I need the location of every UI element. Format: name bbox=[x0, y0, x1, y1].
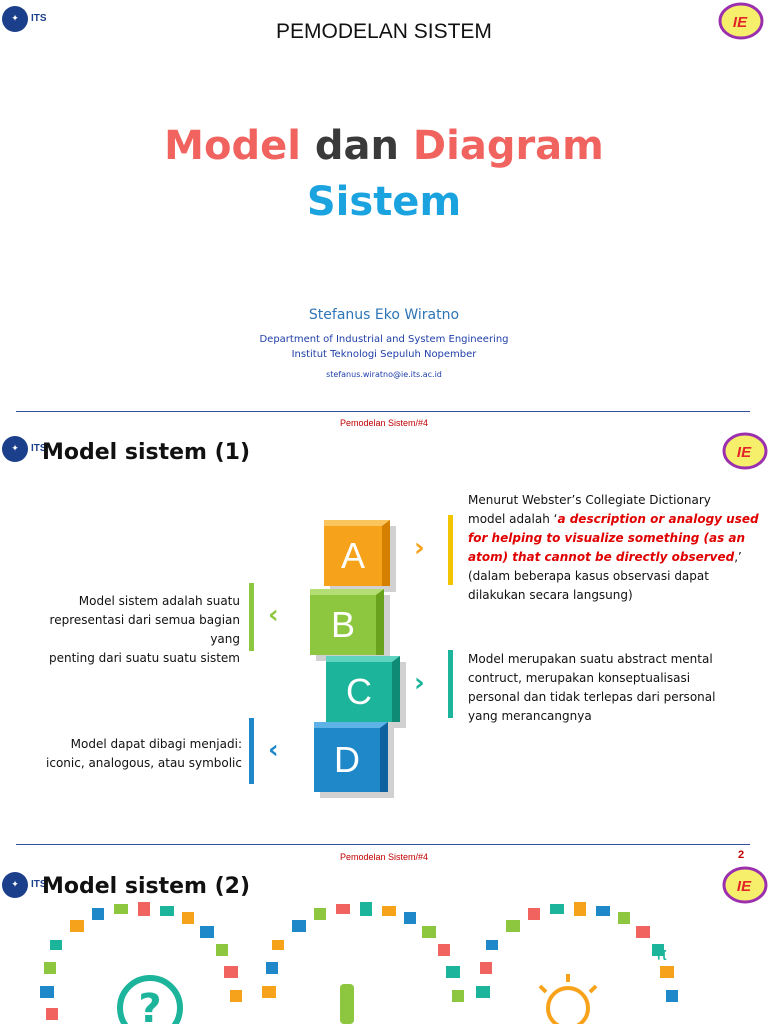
definition-representation: Model sistem adalah suatu representasi d… bbox=[48, 594, 240, 665]
cube-a: A bbox=[324, 520, 390, 586]
chevron-right-icon: › bbox=[414, 533, 425, 563]
cube-c: C bbox=[326, 656, 400, 722]
email: stefanus.wiratno@ie.its.ac.id bbox=[326, 370, 442, 379]
department: Department of Industrial and System Engi… bbox=[259, 334, 509, 345]
title-word-model: Model bbox=[164, 123, 301, 169]
its-seal-icon: ✦ bbox=[2, 436, 28, 462]
its-logo-text: ITS bbox=[31, 13, 47, 24]
author-name: Stefanus Eko Wiratno bbox=[308, 307, 460, 323]
chevron-right-icon: › bbox=[414, 668, 425, 698]
its-logo-text: ITS bbox=[31, 879, 47, 890]
cube-b: B bbox=[310, 589, 384, 655]
its-logo: ✦ ITS bbox=[2, 872, 47, 898]
definition-mental-construct: Model merupakan suatu abstract mental co… bbox=[468, 652, 716, 723]
footer-rule bbox=[16, 844, 750, 845]
content-slide-1: ✦ ITS IE Model sistem (1) A B C D › Menu… bbox=[0, 430, 768, 850]
chevron-left-icon: ‹ bbox=[268, 600, 279, 630]
accent-bar-b bbox=[249, 583, 254, 651]
footer-rule bbox=[16, 411, 750, 412]
lightbulb-icon bbox=[538, 974, 598, 1024]
ie-logo-text: IE bbox=[737, 878, 752, 895]
course-header: PEMODELAN SISTEM bbox=[276, 20, 492, 43]
page-number: 2 bbox=[738, 849, 745, 861]
slide2-footer: Pemodelan Sistem/#4 bbox=[339, 852, 429, 862]
definition-webster: Menurut Webster’s Collegiate Dictionary … bbox=[468, 493, 759, 602]
slide1-footer: Pemodelan Sistem/#4 bbox=[339, 418, 429, 428]
slide-heading: Model sistem (1) bbox=[42, 440, 251, 465]
ie-logo: IE bbox=[722, 432, 768, 470]
its-seal-icon: ✦ bbox=[2, 6, 28, 32]
lightbulb-head-illustration: π bbox=[476, 902, 678, 1024]
its-logo-text: ITS bbox=[31, 443, 47, 454]
title-word-diagram: Diagram bbox=[412, 123, 604, 169]
presentation-title: Model dan Diagram Sistem bbox=[0, 118, 768, 230]
ie-logo-text: IE bbox=[737, 444, 752, 461]
its-logo: ✦ ITS bbox=[2, 6, 47, 32]
model-types: Model dapat dibagi menjadi: iconic, anal… bbox=[46, 737, 242, 770]
title-word-dan: dan bbox=[314, 123, 399, 169]
title-word-sistem: Sistem bbox=[306, 179, 462, 225]
accent-bar-d bbox=[249, 718, 254, 784]
title-slide: ✦ ITS IE PEMODELAN SISTEM Model dan Diag… bbox=[0, 0, 768, 415]
its-logo: ✦ ITS bbox=[2, 436, 47, 462]
question-head-illustration: ? bbox=[40, 902, 242, 1024]
question-mark-icon: ? bbox=[138, 986, 161, 1024]
ie-logo: IE bbox=[718, 2, 764, 40]
accent-bar-c bbox=[448, 650, 453, 718]
exclamation-head-illustration bbox=[262, 902, 464, 1024]
institute: Institut Teknologi Sepuluh Nopember bbox=[291, 349, 477, 360]
content-slide-2: ✦ ITS IE Model sistem (2) ? π bbox=[0, 864, 768, 1024]
title-line-1: Model dan Diagram bbox=[0, 118, 768, 174]
ie-logo: IE bbox=[722, 866, 768, 904]
slide-heading: Model sistem (2) bbox=[42, 874, 251, 899]
chevron-left-icon: ‹ bbox=[268, 735, 279, 765]
its-seal-icon: ✦ bbox=[2, 872, 28, 898]
pi-icon: π bbox=[656, 944, 667, 965]
cube-d: D bbox=[314, 722, 388, 792]
exclamation-icon bbox=[340, 984, 354, 1024]
accent-bar-a bbox=[448, 515, 453, 585]
ie-logo-text: IE bbox=[733, 14, 748, 31]
